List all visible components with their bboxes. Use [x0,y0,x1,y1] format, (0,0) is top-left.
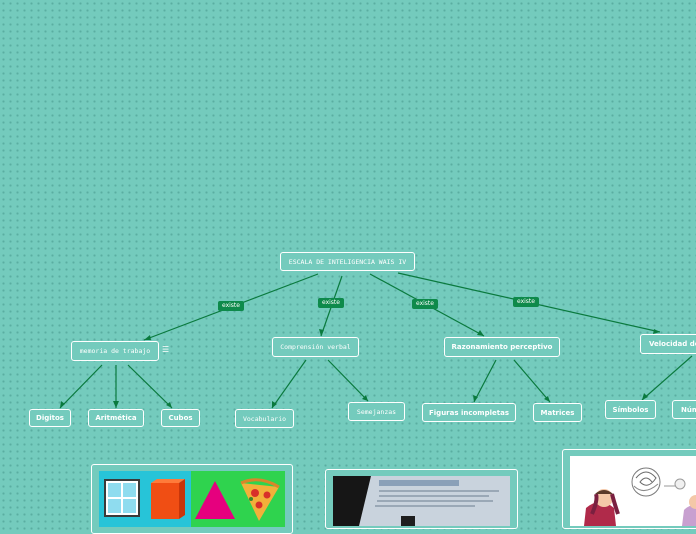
branch-node-velocidad[interactable]: Velocidad de [640,334,696,354]
leaf-node-figuras-incompletas[interactable]: Figuras incompletas [422,403,516,422]
leaf-label: Aritmética [95,414,136,422]
leaf-label: Núm [681,406,696,414]
leaf-node-aritmetica[interactable]: Aritmética [88,409,144,427]
notes-icon[interactable]: ☰ [162,345,169,354]
leaf-label: Figuras incompletas [429,409,509,417]
branch-node-memoria[interactable]: memoria de trabajo [71,341,159,361]
link-label-existe-1: existe [218,301,244,311]
link-label-existe-4: existe [513,297,539,307]
leaf-label: Semejanzas [357,408,396,416]
leaf-label: Matrices [541,409,575,417]
leaf-node-vocabulario[interactable]: Vocabulario [235,409,294,428]
stressed-person-image [570,456,696,526]
shapes-image [99,471,285,527]
root-node[interactable]: ESCALA DE INTELIGENCIA WAIS IV [280,252,415,271]
leaf-label: Símbolos [613,406,649,414]
branch-node-razonamiento[interactable]: Razonamiento perceptivo [444,337,560,357]
branch-label: Comprensión verbal [280,343,350,351]
image-card-screen[interactable] [325,469,518,529]
branch-label: Velocidad de [649,340,696,348]
leaf-label: Cubos [168,414,192,422]
leaf-node-cubos[interactable]: Cubos [161,409,200,427]
leaf-node-matrices[interactable]: Matrices [533,403,582,422]
leaf-node-semejanzas[interactable]: Semejanzas [348,402,405,421]
image-card-shapes[interactable] [91,464,293,534]
screen-photo-image [333,476,510,526]
link-label-existe-2: existe [318,298,344,308]
link-label-existe-3: existe [412,299,438,309]
leaf-node-simbolos[interactable]: Símbolos [605,400,656,419]
image-card-illustration[interactable] [562,449,696,529]
leaf-label: Vocabulario [243,415,286,423]
branch-node-comprension[interactable]: Comprensión verbal [272,337,359,357]
branch-label: Razonamiento perceptivo [452,343,553,351]
leaf-node-numeros[interactable]: Núm [672,400,696,419]
root-label: ESCALA DE INTELIGENCIA WAIS IV [289,258,406,266]
leaf-node-digitos[interactable]: Digitos [29,409,71,427]
branch-label: memoria de trabajo [80,347,150,355]
leaf-label: Digitos [36,414,64,422]
